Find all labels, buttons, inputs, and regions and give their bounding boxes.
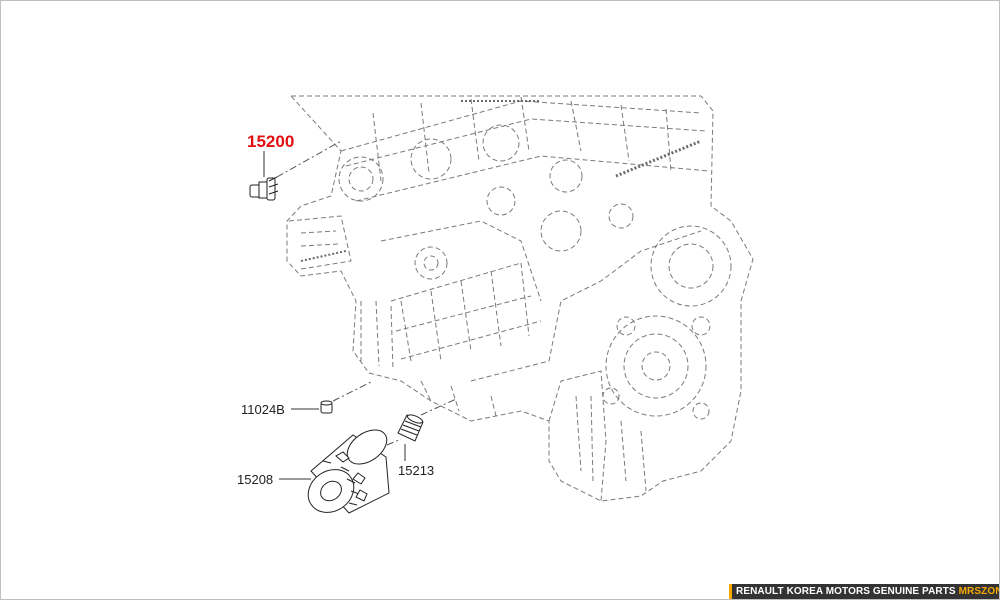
oil-filler-cap: [249, 176, 279, 201]
phantom-line-15213: [420, 398, 457, 416]
footer-accent-bar: [729, 584, 732, 599]
engine-detail-ticks: [300, 100, 702, 262]
part-label-15200[interactable]: 15200: [247, 132, 294, 151]
part-label-11024b[interactable]: 11024B: [241, 402, 285, 417]
phantom-line-15208: [386, 438, 402, 446]
footer-site-text: MRSZONE: [958, 586, 999, 597]
footer-brand-text: RENAULT KOREA MOTORS GENUINE PARTS: [736, 586, 956, 597]
part-label-15213[interactable]: 15213: [398, 463, 434, 478]
footer-banner: RENAULT KOREA MOTORS GENUINE PARTS MRSZO…: [729, 584, 999, 599]
drain-plug: [320, 400, 333, 414]
filter-stud: [397, 414, 424, 442]
part-label-15208[interactable]: 15208: [237, 472, 273, 487]
phantom-line-11024b: [332, 380, 374, 402]
oil-filter: [307, 429, 390, 514]
phantom-line-15200: [276, 140, 342, 178]
